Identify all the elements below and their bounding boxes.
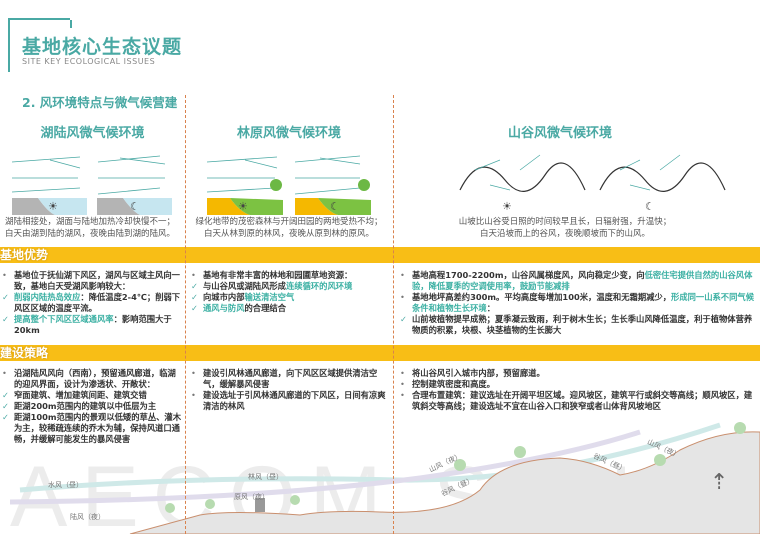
column-divider — [185, 95, 186, 534]
terrain-section — [9, 422, 760, 534]
caption-line: 白天由湖到陆的湖风，夜晚由陆到湖的陆风。 — [4, 229, 175, 239]
list-item: 基地地坪高差约300m。平均高度每增加100米，温度和无霜期减少，形成同一山系不… — [398, 292, 758, 314]
item-text: 控制建筑密度和高度。 — [412, 379, 495, 389]
highlight-text: 形成同一山系不同气候条件和植物生长环境 — [412, 292, 754, 313]
item-text: 基地地坪高差约300m。平均高度每增加100米，温度和无霜期减少， — [412, 292, 672, 302]
col3-caption: 山坡比山谷受日照的时间较早且长，日辐射强，升温快； 白天沿坡而上的谷风，夜晚顺坡而… — [440, 216, 690, 240]
north-arrow-icon: ⇡ — [710, 470, 729, 495]
highlight-text: 低密住宅提供自然的山谷风体验，降低夏季的空调使用率，鼓励节能减排 — [412, 270, 753, 291]
column-divider — [393, 95, 394, 534]
caption-line: 白天从林到原的林风，夜晚从原到林的原风。 — [203, 229, 374, 239]
item-text: 与山谷风或湖陆风形成 — [203, 281, 286, 291]
sun-icon: ☀ — [238, 200, 248, 213]
list-item: 削弱内陆热岛效应：降低温度2-4℃；削弱下风区区域的温度平流。 — [0, 292, 183, 314]
label-land-wind: 陆风（夜） — [70, 513, 105, 521]
item-text: 将山谷风引入城市内部，预留廊道。 — [412, 368, 545, 378]
wind-diagrams — [11, 154, 726, 215]
col1-caption: 湖陆相接处，湖面与陆地加热冷却快慢不一； 白天由湖到陆的湖风，夜晚由陆到湖的陆风。 — [0, 216, 190, 240]
item-text: 基地有非常丰富的林地和园圃草地资源： — [203, 270, 353, 280]
col2-caption: 绿化地带的茂密森林与开阔田园的两地受热不均； 白天从林到原的林风，夜晚从原到林的原… — [185, 216, 393, 240]
advantages-col1: 基地位于抚仙湖下风区，湖风与区域主风向一致，基地白天受湖风影响较大：削弱内陆热岛… — [0, 270, 183, 336]
title-bracket — [8, 18, 72, 72]
strategy-label: 建设策略 — [0, 346, 49, 360]
item-text: 建设引风林通风廊道，向下风区区域提供清洁空气，缓解暴风侵害 — [203, 368, 378, 389]
page-title: 基地核心生态议题 — [22, 36, 183, 58]
item-text: 基地高程1700-2200m，山谷风属梯度风，风向稳定少变，向 — [412, 270, 645, 280]
list-item: 将山谷风引入城市内部，预留廊道。 — [398, 368, 758, 379]
item-text: 山前坡植物提早成熟；夏季凝云致雨，利于树木生长；生长季山风降低温度，利于植物体营… — [412, 314, 753, 335]
highlight-text: 输送清洁空气 — [244, 292, 295, 302]
moon-icon: ☾ — [130, 200, 140, 213]
item-text: 向城市内部 — [203, 292, 245, 302]
list-item: 合理布置建筑：建议选址在开阔平坦区域。迎风坡区，建筑平行或斜交等高线；顺风坡区，… — [398, 390, 758, 412]
strategy-bar: 建设策略 — [0, 345, 760, 361]
item-text: ： — [486, 303, 495, 313]
list-item: 通风与防风的合理结合 — [189, 303, 389, 314]
item-text: 窄面建筑、增加建筑间距、建筑交错 — [14, 390, 147, 400]
caption-line: 山坡比山谷受日照的时间较早且长，日辐射强，升温快； — [458, 217, 672, 227]
advantages-col3: 基地高程1700-2200m，山谷风属梯度风，风向稳定少变，向低密住宅提供自然的… — [398, 270, 758, 336]
label-forest-wind: 林风（昼） — [248, 473, 283, 481]
lake-land-diagram — [11, 155, 166, 195]
highlight-text: 提高整个下风区区域通风率 — [14, 314, 114, 324]
highlight-text: 通风与防风 — [203, 303, 245, 313]
caption-line: 白天沿坡而上的谷风，夜晚顺坡而下的山风。 — [479, 229, 650, 239]
item-text: ：降低温度2-4℃；削弱下风区区域的温度平流。 — [14, 292, 181, 313]
strategy-col2: 建设引风林通风廊道，向下风区区域提供清洁空气，缓解暴风侵害建设选址于引风林通风廊… — [189, 368, 389, 412]
col2-title: 林原风微气候环境 — [236, 126, 341, 141]
label-lake-wind: 水风（昼） — [48, 481, 83, 489]
item-text: ：影响范围大于20km — [14, 314, 172, 335]
col3-title: 山谷风微气候环境 — [507, 126, 612, 141]
list-item: 沿湖陆风风向（西南），预留通风廊道，临湖的迎风界面，设计为渗透状、开敞状： — [0, 368, 183, 390]
item-text: 基地位于抚仙湖下风区，湖风与区域主风向一致，基地白天受湖风影响较大： — [14, 270, 180, 291]
strategy-col1: 沿湖陆风风向（西南），预留通风廊道，临湖的迎风界面，设计为渗透状、开敞状：窄面建… — [0, 368, 183, 445]
sun-icon: ☀ — [48, 200, 58, 213]
caption-line: 湖陆相接处，湖面与陆地加热冷却快慢不一； — [4, 217, 175, 227]
col1-title: 湖陆风微气候环境 — [40, 126, 145, 141]
list-item: 山前坡植物提早成熟；夏季凝云致雨，利于树木生长；生长季山风降低温度，利于植物体营… — [398, 314, 758, 336]
list-item: 窄面建筑、增加建筑间距、建筑交错 — [0, 390, 183, 401]
list-item: 向城市内部输送清洁空气 — [189, 292, 389, 303]
section-heading: 2. 风环境特点与微气候营建 — [22, 95, 178, 110]
moon-icon: ☾ — [330, 200, 340, 213]
forest-field-diagram — [206, 155, 361, 195]
highlight-text: 削弱内陆热岛效应 — [14, 292, 81, 302]
strategy-col3: 将山谷风引入城市内部，预留廊道。控制建筑密度和高度。合理布置建筑：建议选址在开阔… — [398, 368, 758, 412]
item-text: 距湖100m范围内的景观以低矮的草丛、灌木为主，较稀疏连续的乔木为辅，保持风道口… — [14, 412, 182, 444]
item-text: 沿湖陆风风向（西南），预留通风廊道，临湖的迎风界面，设计为渗透状、开敞状： — [14, 368, 176, 389]
list-item: 距湖100m范围内的景观以低矮的草丛、灌木为主，较稀疏连续的乔木为辅，保持风道口… — [0, 412, 183, 445]
sun-icon: ☀ — [502, 200, 512, 213]
caption-line: 绿化地带的茂密森林与开阔田园的两地受热不均； — [195, 217, 383, 227]
item-text: 建设选址于引风林通风廊道的下风区，日间有凉爽清洁的林风 — [203, 390, 386, 411]
list-item: 基地有非常丰富的林地和园圃草地资源： — [189, 270, 389, 281]
list-item: 提高整个下风区区域通风率：影响范围大于20km — [0, 314, 183, 336]
item-text: 距湖200m范围内的建筑以中低层为主 — [14, 401, 157, 411]
list-item: 基地位于抚仙湖下风区，湖风与区域主风向一致，基地白天受湖风影响较大： — [0, 270, 183, 292]
moon-icon: ☾ — [645, 200, 655, 213]
advantages-bar: 基地优势 — [0, 247, 760, 263]
list-item: 建设选址于引风林通风廊道的下风区，日间有凉爽清洁的林风 — [189, 390, 389, 412]
list-item: 控制建筑密度和高度。 — [398, 379, 758, 390]
list-item: 距湖200m范围内的建筑以中低层为主 — [0, 401, 183, 412]
page-subtitle: SITE KEY ECOLOGICAL ISSUES — [22, 57, 156, 66]
list-item: 基地高程1700-2200m，山谷风属梯度风，风向稳定少变，向低密住宅提供自然的… — [398, 270, 758, 292]
advantages-label: 基地优势 — [0, 248, 49, 262]
label-field-wind: 原风（夜） — [234, 493, 269, 501]
item-text: 的合理结合 — [244, 303, 287, 313]
advantages-col2: 基地有非常丰富的林地和园圃草地资源：与山谷风或湖陆风形成连续循环的风环境向城市内… — [189, 270, 389, 314]
list-item: 与山谷风或湖陆风形成连续循环的风环境 — [189, 281, 389, 292]
highlight-text: 连续循环的风环境 — [285, 281, 353, 291]
list-item: 建设引风林通风廊道，向下风区区域提供清洁空气，缓解暴风侵害 — [189, 368, 389, 390]
item-text: 合理布置建筑：建议选址在开阔平坦区域。迎风坡区，建筑平行或斜交等高线；顺风坡区，… — [412, 390, 753, 411]
